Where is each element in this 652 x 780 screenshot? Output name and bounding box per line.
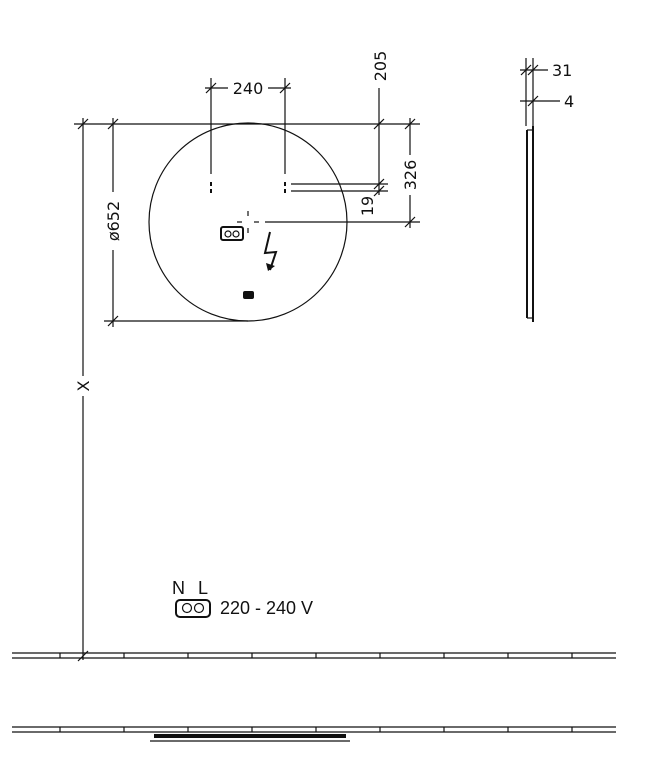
dim-diameter: ø652 <box>104 201 123 241</box>
center-mark <box>237 211 259 233</box>
neutral-label: N <box>172 578 185 598</box>
dim-center-height: 326 <box>401 160 420 191</box>
dim-top-offset: 205 <box>371 51 390 82</box>
dim-depth: 31 <box>552 61 572 80</box>
voltage-label: 220 - 240 V <box>220 598 313 618</box>
socket-icon <box>220 226 244 241</box>
dim-spacing: 240 <box>233 79 264 98</box>
dim-hole-offset: 19 <box>358 196 377 216</box>
electrical-hazard-icon <box>263 231 278 271</box>
floor-line <box>12 652 616 659</box>
dim-glass: 4 <box>564 92 574 111</box>
live-label: L <box>198 578 208 598</box>
sensor-switch <box>243 291 254 299</box>
floor-line-plan <box>12 726 616 733</box>
dim-mount-height: X <box>74 380 93 391</box>
mirror-plan-profile <box>150 734 350 742</box>
power-socket-icon <box>175 599 211 618</box>
mirror-side-profile <box>526 126 534 322</box>
